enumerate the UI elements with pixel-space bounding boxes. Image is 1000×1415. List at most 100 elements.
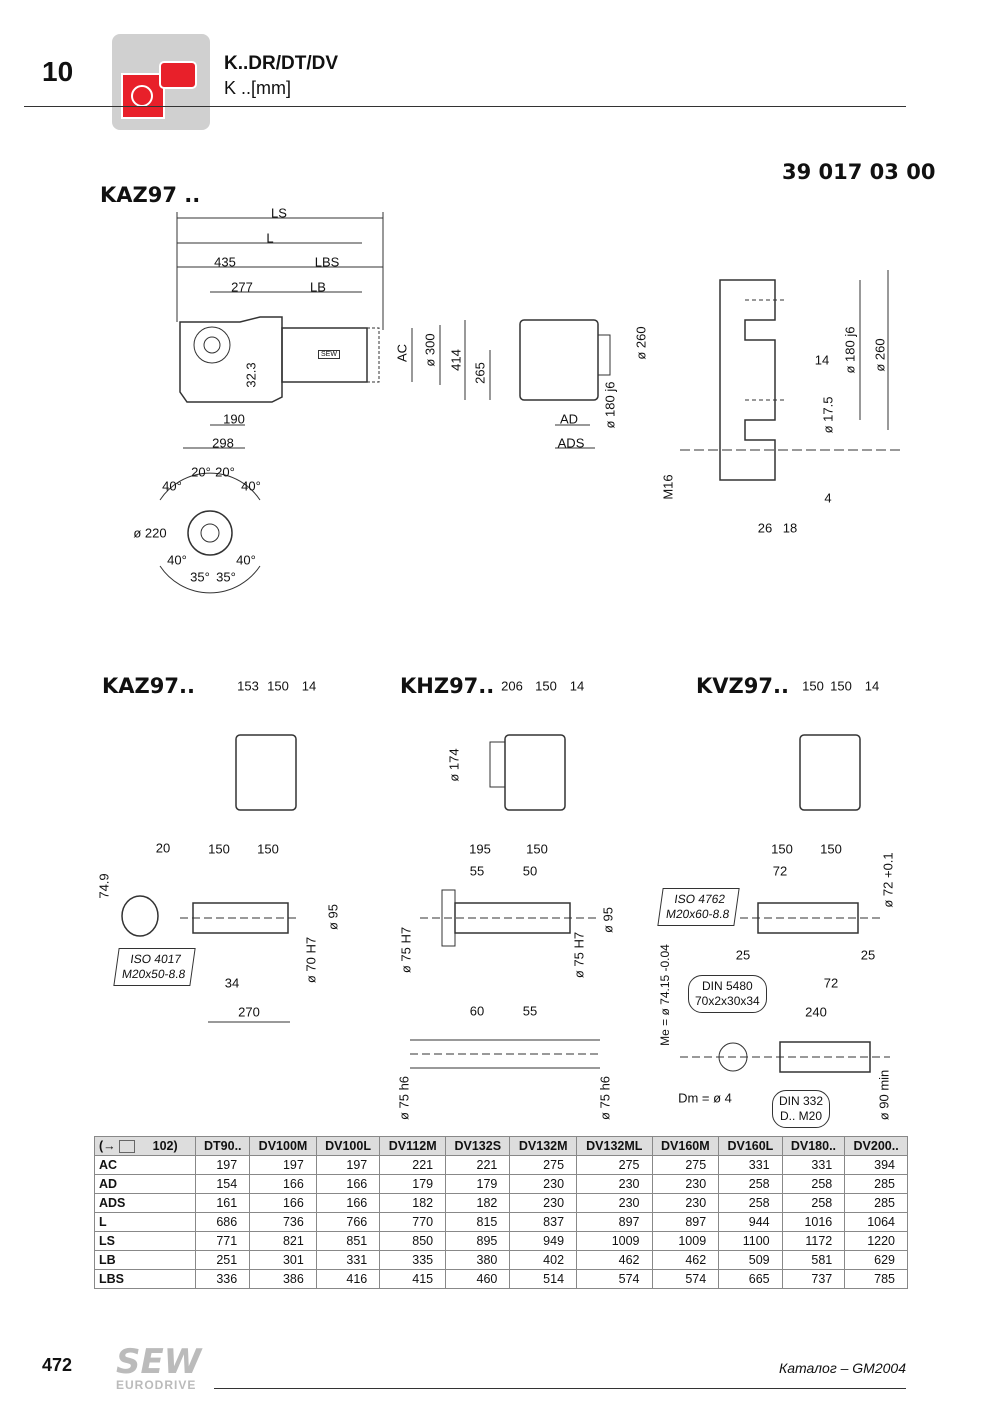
- table-cell: 161: [195, 1193, 251, 1213]
- dim-265: 265: [472, 362, 488, 384]
- row-label: ADS: [93, 1193, 197, 1213]
- header-rule: [24, 106, 906, 107]
- table-cell: 258: [718, 1174, 783, 1194]
- dim-d180b: ø 180 j6: [842, 326, 858, 374]
- column-header: DV160M: [651, 1136, 720, 1156]
- table-cell: 197: [315, 1155, 381, 1175]
- table-cell: 258: [718, 1193, 783, 1213]
- table-cell: 179: [379, 1174, 447, 1194]
- dim-25: 25: [860, 947, 876, 963]
- dim-150: 150: [257, 841, 279, 857]
- table-cell: 166: [315, 1174, 381, 1194]
- dim-14: 14: [569, 678, 585, 694]
- table-cell: 275: [509, 1155, 578, 1175]
- row-label: LB: [93, 1250, 197, 1270]
- sew-logo: SEW EURODRIVE: [116, 1342, 202, 1392]
- table-cell: 895: [445, 1231, 511, 1251]
- table-cell: 154: [195, 1174, 251, 1194]
- table-cell: 230: [509, 1174, 578, 1194]
- table-cell: 1009: [651, 1231, 720, 1251]
- table-cell: 221: [445, 1155, 511, 1175]
- dim-14: 14: [301, 678, 317, 694]
- dim-190: 190: [223, 411, 245, 427]
- table-cell: 686: [195, 1212, 251, 1232]
- angle-35a: 35°: [190, 569, 210, 585]
- table-cell: 770: [379, 1212, 447, 1232]
- dim-55: 55: [469, 863, 485, 879]
- table-cell: 1064: [844, 1212, 908, 1232]
- dim-270: 270: [238, 1004, 260, 1020]
- dim-4: 4: [824, 490, 832, 506]
- table-cell: 1009: [576, 1231, 653, 1251]
- column-header: DV160L: [718, 1136, 783, 1156]
- angle-40b: 40°: [241, 478, 261, 494]
- table-cell: 949: [509, 1231, 578, 1251]
- dim-150: 150: [820, 841, 842, 857]
- table-cell: 1016: [781, 1212, 846, 1232]
- model-title-khz: KHZ97..: [400, 674, 495, 698]
- book-icon: [119, 1140, 136, 1154]
- dim-d95: ø 95: [600, 906, 616, 934]
- dim-298: 298: [212, 435, 234, 451]
- table-cell: 785: [844, 1269, 908, 1289]
- table-cell: 629: [844, 1250, 908, 1270]
- row-label: AD: [93, 1174, 197, 1194]
- variant-views: [235, 734, 861, 811]
- table-cell: 197: [195, 1155, 251, 1175]
- table-cell: 737: [781, 1269, 846, 1289]
- gearmotor-icon: [121, 61, 197, 119]
- table-cell: 462: [651, 1250, 720, 1270]
- dim-d75-h6: ø 75 h6: [396, 1075, 412, 1121]
- motor-badge: SEW: [318, 350, 340, 359]
- page-title: K..DR/DT/DV: [224, 53, 338, 74]
- dim-72: 72: [772, 863, 788, 879]
- angle-20a: 20°: [191, 464, 211, 480]
- table-cell: 258: [781, 1193, 846, 1213]
- table-cell: 230: [576, 1193, 653, 1213]
- table-cell: 166: [249, 1193, 317, 1213]
- table-cell: 166: [249, 1174, 317, 1194]
- dim-150: 150: [830, 678, 852, 694]
- table-cell: 851: [315, 1231, 381, 1251]
- table-cell: 230: [651, 1174, 720, 1194]
- page-number: 472: [42, 1355, 73, 1375]
- dim-dm: Dm = ø 4: [678, 1090, 732, 1106]
- row-label: L: [93, 1212, 197, 1232]
- table-cell: 416: [315, 1269, 381, 1289]
- dim-d72-tol: ø 72 +0.1: [880, 852, 896, 908]
- dim-50: 50: [522, 863, 538, 879]
- table-cell: 574: [651, 1269, 720, 1289]
- model-title-top: KAZ97 ..: [100, 183, 201, 207]
- table-cell: 230: [509, 1193, 578, 1213]
- dim-150: 150: [208, 841, 230, 857]
- dim-74-9: 74.9: [96, 873, 112, 899]
- dim-153: 153: [237, 678, 259, 694]
- dim-206: 206: [501, 678, 523, 694]
- dim-240: 240: [805, 1004, 827, 1020]
- dim-d90-min: ø 90 min: [876, 1069, 892, 1121]
- dim-32-3: 32.3: [243, 362, 259, 388]
- table-cell: 285: [844, 1193, 908, 1213]
- table-cell: 415: [379, 1269, 447, 1289]
- angle-40d: 40°: [236, 552, 256, 568]
- angle-20b: 20°: [215, 464, 235, 480]
- table-cell: 285: [844, 1174, 908, 1194]
- dim-d174: ø 174: [446, 748, 462, 782]
- table-cell: 509: [718, 1250, 783, 1270]
- table-cell: 166: [315, 1193, 381, 1213]
- dim-lbs: LBS: [314, 254, 340, 270]
- column-header: DV132M: [509, 1136, 578, 1156]
- table-cell: 581: [781, 1250, 846, 1270]
- dim-277: 277: [231, 279, 253, 295]
- table-cell: 1100: [718, 1231, 783, 1251]
- table-cell: 665: [718, 1269, 783, 1289]
